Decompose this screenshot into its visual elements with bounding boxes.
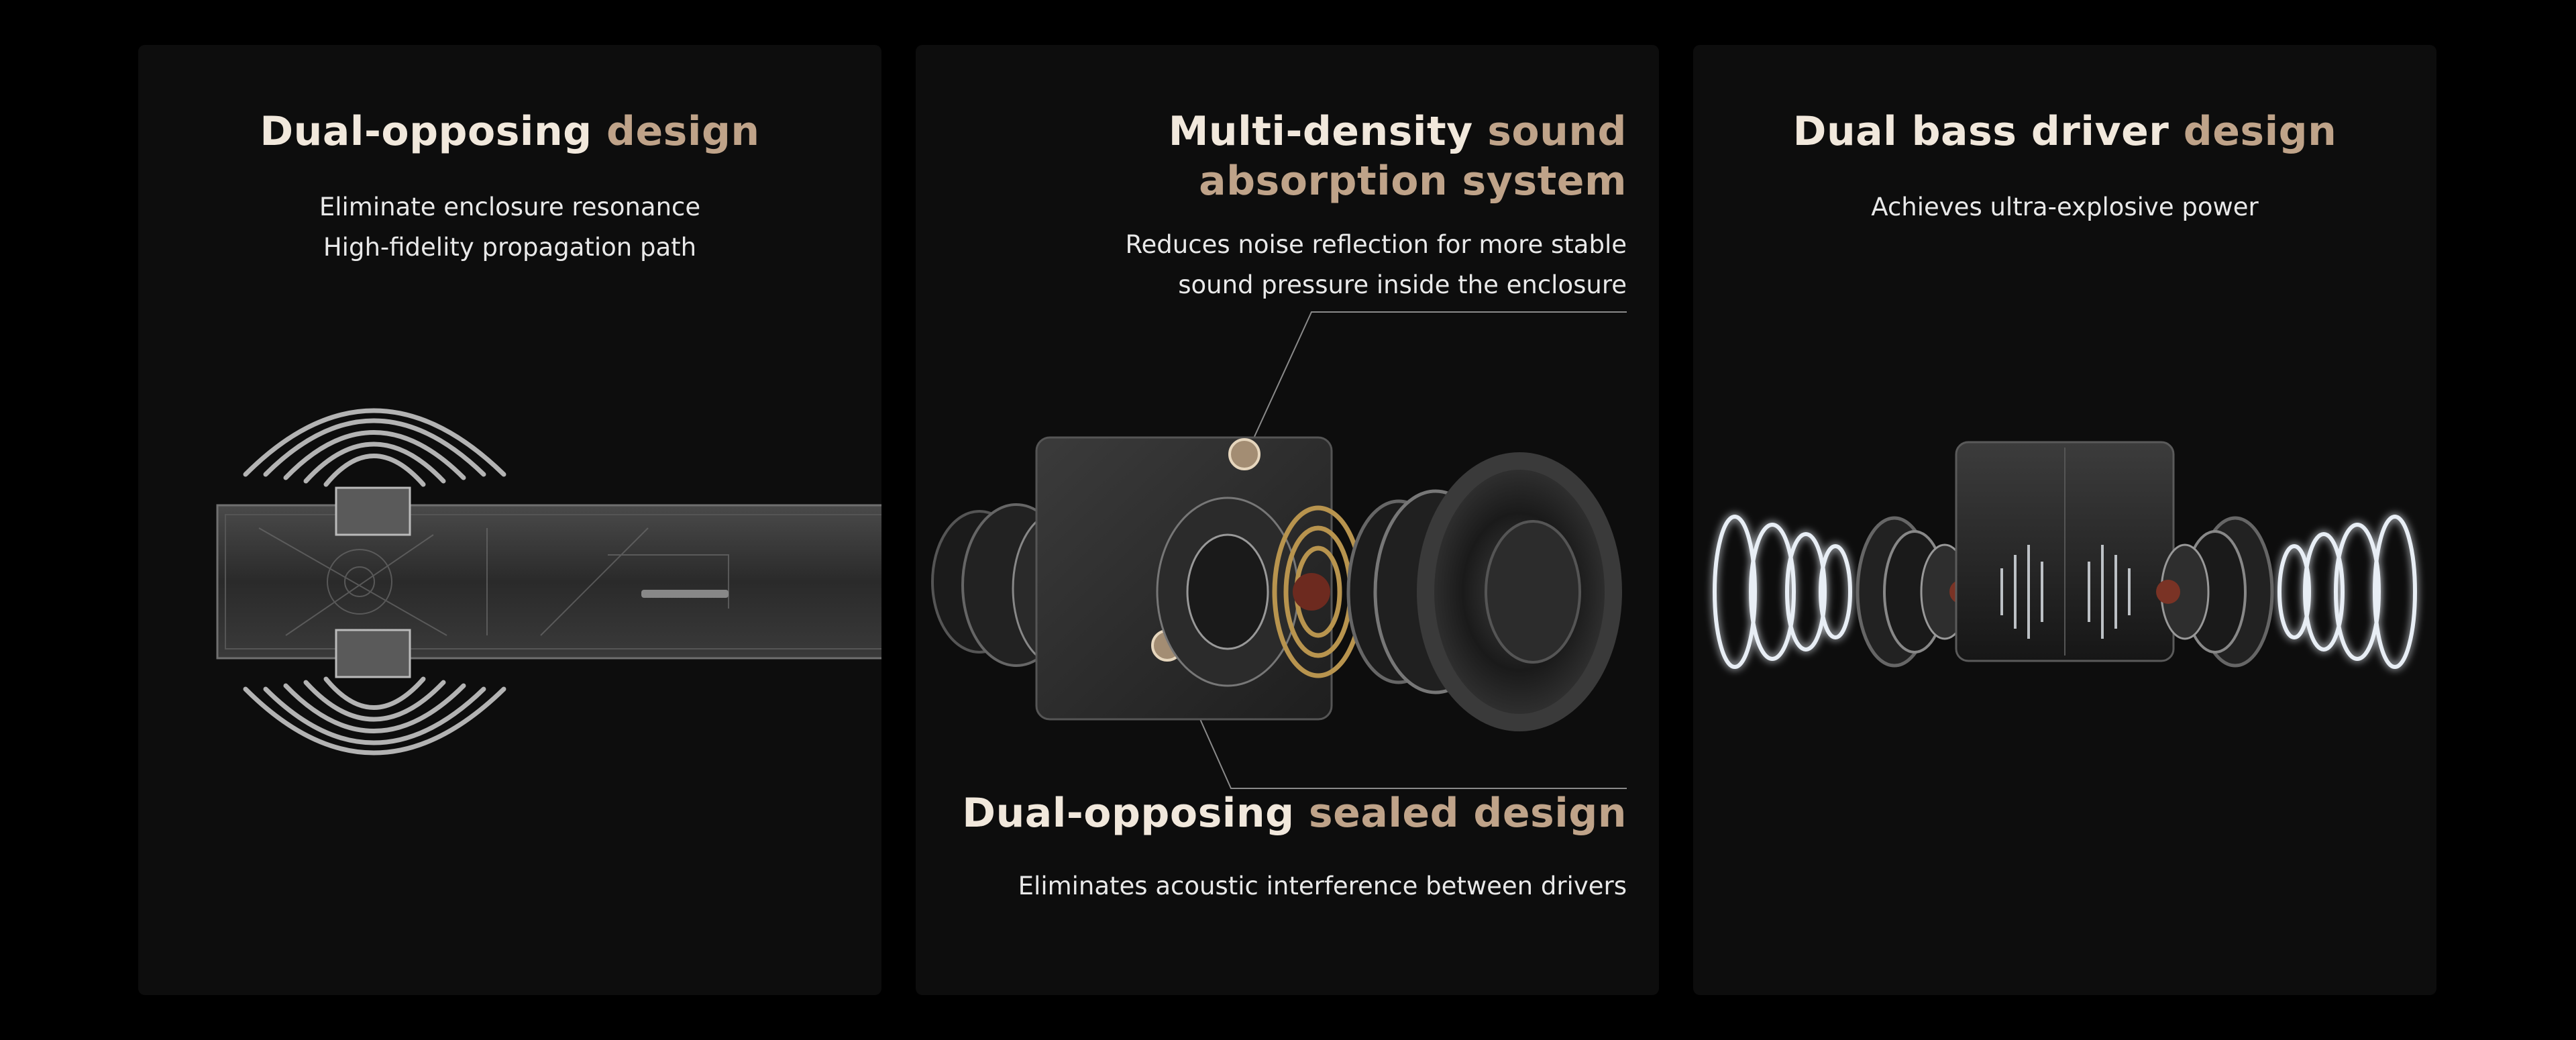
description-line: High-fidelity propagation path xyxy=(323,233,697,262)
title-white-part: Dual-opposing xyxy=(962,790,1295,837)
card-title: Dual-opposing design xyxy=(138,107,881,156)
title-white-part: Multi-density xyxy=(1168,108,1473,155)
callout-dot xyxy=(1228,438,1260,470)
card-title: Multi-density sound absorption system xyxy=(1023,107,1627,206)
title-white-part: Dual bass driver xyxy=(1792,108,2169,155)
feature-card-sound-absorption: Multi-density sound absorption system Re… xyxy=(916,45,1659,995)
card-title: Dual bass driver design xyxy=(1693,107,2436,156)
soundbar-illustration xyxy=(216,408,881,756)
sound-wave-top xyxy=(243,408,506,487)
description-line: Eliminate enclosure resonance xyxy=(319,193,701,221)
exploded-speaker-illustration xyxy=(931,311,1627,789)
secondary-title: Dual-opposing sealed design xyxy=(956,788,1627,838)
title-gold-part: design xyxy=(2183,108,2337,155)
title-gold-part: sealed design xyxy=(1308,790,1627,837)
card-description: Eliminate enclosure resonance High-fidel… xyxy=(138,187,881,268)
title-white-part: Dual-opposing xyxy=(260,108,592,155)
title-gold-part: absorption system xyxy=(1199,158,1627,205)
sound-wave-bottom xyxy=(243,676,506,756)
description-line: Achieves ultra-explosive power xyxy=(1871,193,2259,221)
description-line: Eliminates acoustic interference between… xyxy=(1018,872,1627,900)
secondary-description: Eliminates acoustic interference between… xyxy=(956,866,1627,906)
description-line: Reduces noise reflection for more stable xyxy=(1125,230,1627,259)
description-line: sound pressure inside the enclosure xyxy=(1178,270,1627,299)
sound-wave-right xyxy=(2277,515,2417,669)
title-gold-part: design xyxy=(606,108,760,155)
dual-bass-illustration xyxy=(1713,441,2417,669)
feature-card-dual-bass: Dual bass driver design Achieves ultra-e… xyxy=(1693,45,2436,995)
card-description: Reduces noise reflection for more stable… xyxy=(956,225,1627,305)
sound-wave-left xyxy=(1713,515,1852,669)
title-gold-part: sound xyxy=(1487,108,1627,155)
card-description: Achieves ultra-explosive power xyxy=(1693,187,2436,227)
feature-card-dual-opposing: Dual-opposing design Eliminate enclosure… xyxy=(138,45,881,995)
bass-driver-right xyxy=(2156,516,2274,668)
soundbar-body xyxy=(216,504,881,660)
